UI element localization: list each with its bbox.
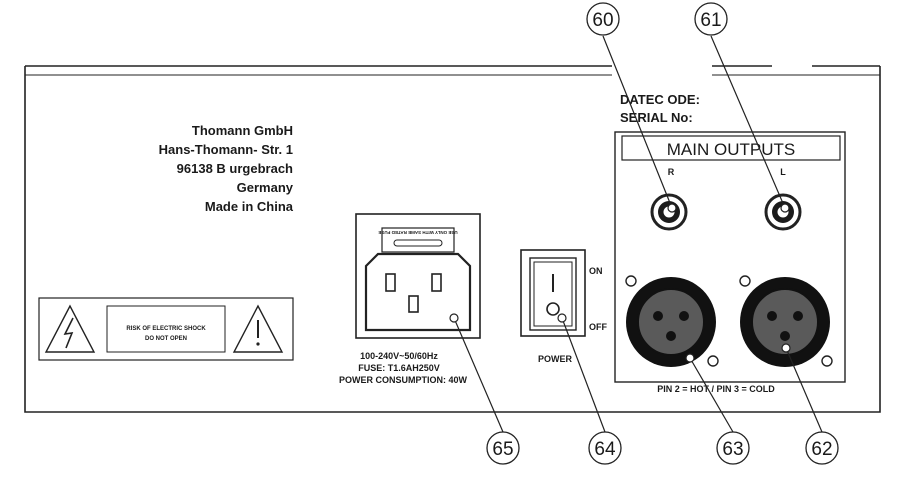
fuse-note: USE ONLY WITH SAME RATED FUSE [378, 230, 457, 235]
callout-65: 65 [486, 431, 520, 465]
serial-label: SERIAL No: [620, 110, 693, 125]
switch-off-label: OFF [589, 322, 607, 332]
callout-64: 64 [588, 431, 622, 465]
manufacturer-address: Thomann GmbH Hans-Thomann- Str. 1 96138 … [159, 123, 294, 214]
output-left-label: L [780, 167, 786, 177]
callout-61: 61 [694, 2, 728, 36]
datecode-block: DATEC ODE: SERIAL No: [620, 92, 700, 125]
xlr-output-right[interactable] [625, 275, 719, 367]
chassis [24, 65, 881, 413]
address-line-1: Thomann GmbH [192, 123, 293, 138]
address-line-5: Made in China [205, 199, 294, 214]
callout-leaders [449, 35, 823, 433]
power-switch[interactable] [520, 249, 586, 337]
callout-63: 63 [716, 431, 750, 465]
callout-60: 60 [586, 2, 620, 36]
callout-64-label: 64 [594, 439, 616, 460]
address-line-2: Hans-Thomann- Str. 1 [159, 142, 293, 157]
iec-power-inlet[interactable]: USE ONLY WITH SAME RATED FUSE [355, 213, 481, 339]
xlr-output-left[interactable] [739, 275, 833, 367]
mains-voltage: 100-240V~50/60Hz [360, 351, 438, 361]
main-outputs-section: MAIN OUTPUTS R L PIN 2 = HOT / PIN 3 = C… [614, 131, 846, 394]
mains-consumption: POWER CONSUMPTION: 40W [339, 375, 468, 385]
lightning-warning-icon [44, 304, 96, 353]
callout-62-label: 62 [811, 439, 832, 460]
address-line-3: 96138 B urgebrach [177, 161, 293, 176]
output-right-label: R [668, 167, 675, 177]
address-line-4: Germany [237, 180, 294, 195]
datecode-label: DATEC ODE: [620, 92, 700, 107]
warning-text-1: RISK OF ELECTRIC SHOCK [126, 326, 206, 332]
exclamation-warning-icon [232, 304, 284, 353]
pin-info: PIN 2 = HOT / PIN 3 = COLD [657, 384, 775, 394]
callout-61-label: 61 [700, 10, 721, 31]
mains-specs: 100-240V~50/60Hz FUSE: T1.6AH250V POWER … [339, 351, 468, 385]
warning-label: RISK OF ELECTRIC SHOCK DO NOT OPEN [38, 297, 294, 361]
mains-fuse: FUSE: T1.6AH250V [358, 363, 440, 373]
callout-65-label: 65 [492, 439, 513, 460]
callout-63-label: 63 [722, 439, 743, 460]
warning-text-2: DO NOT OPEN [145, 336, 187, 342]
callout-60-label: 60 [592, 10, 613, 31]
main-outputs-title: MAIN OUTPUTS [667, 140, 795, 159]
power-label: POWER [538, 354, 573, 364]
callout-62: 62 [805, 431, 839, 465]
switch-on-label: ON [589, 266, 603, 276]
